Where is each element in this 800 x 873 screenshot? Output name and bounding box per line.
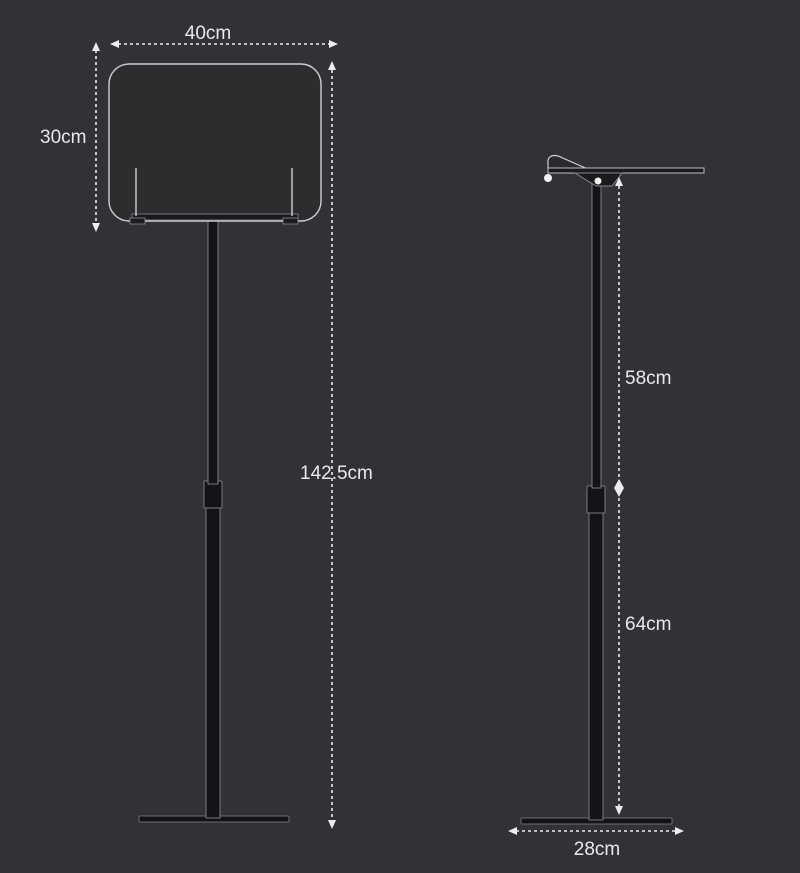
side-height-collar: [586, 485, 606, 514]
total-height-dimension: 142.5cm: [300, 61, 373, 829]
front-board-right-foot: [282, 217, 299, 225]
front-board: [108, 63, 322, 222]
front-board-left-foot: [129, 217, 146, 225]
board-width-label: 40cm: [185, 23, 231, 44]
front-view: 40cm 30cm 142.5cm: [40, 23, 373, 829]
arrow-down-icon: [615, 806, 623, 815]
arrow-right-icon: [675, 827, 684, 835]
upper-pole-dimension: 58cm: [614, 177, 671, 497]
arrow-left-icon: [110, 40, 119, 48]
side-hinge-knob-front: [544, 174, 552, 182]
side-hinge-knob-rear: [594, 177, 602, 185]
board-height-dimension: 30cm: [40, 42, 100, 232]
front-height-collar: [203, 480, 223, 509]
arrow-up-icon: [328, 61, 336, 70]
side-view: 58cm 64cm 28cm: [508, 154, 705, 860]
board-height-label: 30cm: [40, 127, 86, 148]
lower-pole-label: 64cm: [625, 614, 671, 635]
diamond-joint-icon: [614, 479, 624, 497]
total-height-label: 142.5cm: [300, 463, 373, 484]
base-length-dimension: 28cm: [508, 827, 684, 860]
board-width-dimension: 40cm: [110, 23, 338, 48]
front-lower-pole: [205, 503, 221, 819]
upper-pole-label: 58cm: [625, 368, 671, 389]
arrow-right-icon: [329, 40, 338, 48]
arrow-up-icon: [615, 177, 623, 186]
arrow-up-icon: [92, 42, 100, 51]
arrow-down-icon: [328, 820, 336, 829]
side-tray-head: [544, 154, 705, 187]
base-length-label: 28cm: [574, 839, 620, 860]
arrow-down-icon: [92, 223, 100, 232]
side-upper-pole: [591, 181, 602, 489]
front-upper-pole: [207, 217, 219, 485]
arrow-left-icon: [508, 827, 517, 835]
front-board-rail: [131, 213, 299, 221]
lower-pole-dimension: 64cm: [615, 498, 671, 815]
side-lower-pole: [588, 509, 604, 821]
